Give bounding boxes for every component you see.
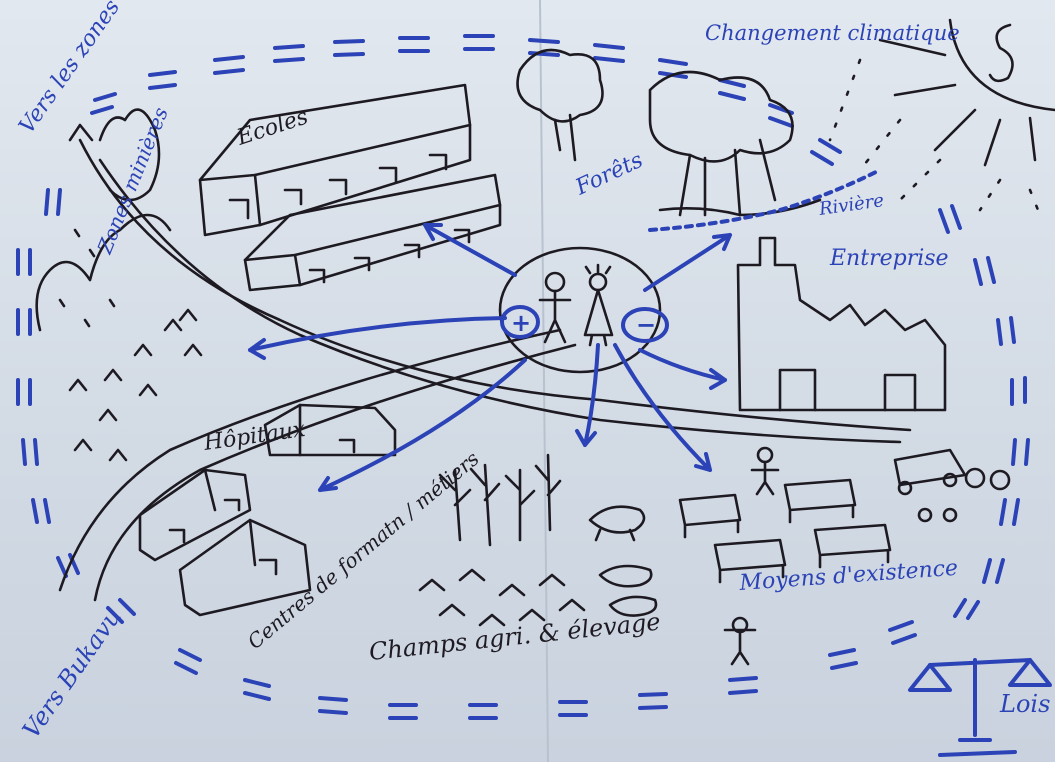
market-stalls — [678, 448, 1011, 584]
sun-drawing — [878, 18, 1055, 167]
family-figures-icon — [538, 263, 614, 347]
training-centre-building — [178, 518, 312, 617]
schools-buildings — [198, 83, 502, 292]
factory-building — [736, 236, 947, 412]
plus-sign: + — [511, 309, 531, 337]
label-livelihoods: Moyens d'existence — [738, 556, 959, 596]
label-fields-livestock: Champs agri. & élevage — [368, 608, 662, 666]
label-climate-change: Changement climatique — [705, 21, 960, 45]
label-hospitals: Hôpitaux — [201, 417, 307, 456]
label-forests: Forêts — [571, 148, 647, 201]
paper-fold — [539, 0, 549, 762]
label-schools: Ecoles — [233, 104, 311, 151]
hospitals-buildings — [138, 403, 397, 562]
sun-rays-dotted — [828, 58, 1042, 217]
minus-circle — [621, 307, 669, 343]
boundary-dashes — [16, 34, 1030, 720]
crop-marks — [68, 308, 203, 462]
forest-trees — [516, 48, 822, 217]
label-training-centres: Centres de formatn / métiers — [243, 446, 484, 654]
label-laws: Lois — [999, 690, 1050, 718]
mining-hills — [35, 108, 172, 332]
minus-sign: − — [636, 311, 656, 339]
label-bukavu-road: Vers Bukavu — [17, 603, 127, 743]
plus-circle — [500, 305, 540, 339]
river-line — [648, 168, 882, 232]
scales-icon — [908, 658, 1052, 757]
family-circle — [498, 246, 669, 374]
main-road — [58, 123, 912, 602]
person-figures — [723, 446, 780, 666]
impact-arrows — [248, 223, 732, 492]
fields-crops — [418, 453, 658, 627]
label-company: Entreprise — [829, 246, 949, 271]
